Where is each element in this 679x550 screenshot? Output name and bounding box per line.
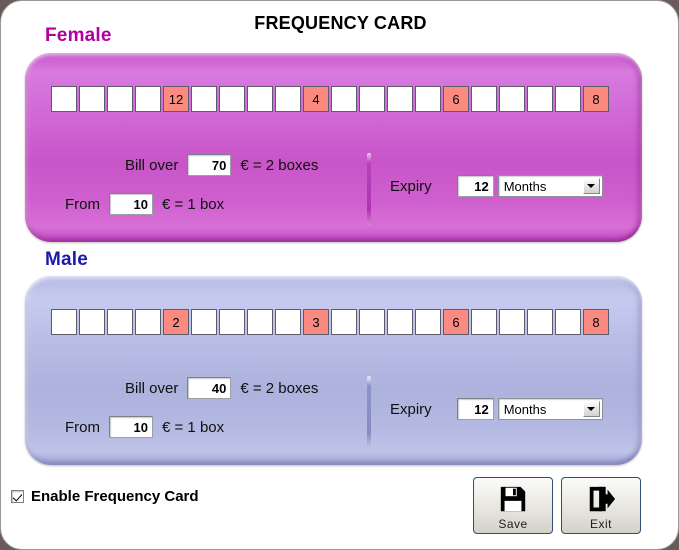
frequency-box-empty[interactable] [331,86,357,112]
expiry-label: Expiry [390,400,432,418]
frequency-box-empty[interactable] [359,86,385,112]
frequency-box-empty[interactable] [219,309,245,335]
chevron-down-icon[interactable] [582,401,600,417]
from-suffix: € = 1 box [162,418,225,436]
from-label: From [65,195,100,213]
frequency-box-marked[interactable]: 12 [163,86,189,112]
from-input-male[interactable]: 10 [109,416,153,438]
frequency-box-marked[interactable]: 8 [583,86,609,112]
expiry-row-male: Expiry 12 Months [390,398,603,420]
save-button[interactable]: Save [473,477,553,534]
frequency-box-marked[interactable]: 3 [303,309,329,335]
expiry-input-female[interactable]: 12 [456,175,494,197]
frequency-box-empty[interactable] [471,86,497,112]
from-suffix: € = 1 box [162,195,225,213]
frequency-box-marked[interactable]: 6 [443,86,469,112]
section-label-male: Male [45,249,89,270]
frequency-box-empty[interactable] [555,309,581,335]
frequency-box-empty[interactable] [527,86,553,112]
bill-over-input-female[interactable]: 70 [187,154,232,176]
frequency-box-empty[interactable] [499,86,525,112]
frequency-box-empty[interactable] [107,86,133,112]
form-area-female: Bill over 70 € = 2 boxes From 10 € = 1 b… [25,53,642,242]
expiry-label: Expiry [390,177,432,195]
frequency-box-marked[interactable]: 6 [443,309,469,335]
from-input-female[interactable]: 10 [109,193,153,215]
panel-female: 12 4 6 8 Bill over 70 € = 2 boxes From 10 €… [25,53,642,242]
bill-over-row-male: Bill over 40 € = 2 boxes [125,377,318,399]
frequency-box-empty[interactable] [387,309,413,335]
save-button-label: Save [498,517,528,531]
enable-frequency-card-checkbox[interactable] [11,490,24,503]
expiry-unit-select-female[interactable]: Months [497,175,603,197]
frequency-box-empty[interactable] [499,309,525,335]
exit-arrow-icon [586,484,616,514]
frequency-box-empty[interactable] [415,309,441,335]
expiry-unit-value: Months [503,178,547,194]
frequency-box-empty[interactable] [79,309,105,335]
bill-over-label: Bill over [125,379,179,397]
frequency-box-empty[interactable] [135,86,161,112]
expiry-input-male[interactable]: 12 [456,398,494,420]
frequency-box-empty[interactable] [191,309,217,335]
form-area-male: Bill over 40 € = 2 boxes From 10 € = 1 b… [25,276,642,465]
bill-over-suffix: € = 2 boxes [240,156,319,174]
panel-male: 2 3 6 8 Bill over 40 € = 2 boxes From 10 € … [25,276,642,465]
frequency-box-strip-female: 12 4 6 8 [51,86,609,112]
frequency-box-empty[interactable] [331,309,357,335]
frequency-box-empty[interactable] [387,86,413,112]
frequency-box-empty[interactable] [247,86,273,112]
frequency-box-empty[interactable] [51,86,77,112]
frequency-box-marked[interactable]: 4 [303,86,329,112]
section-divider-female [367,153,371,226]
floppy-disk-icon [498,484,528,514]
frequency-box-empty[interactable] [415,86,441,112]
expiry-unit-value: Months [503,401,547,417]
expiry-row-female: Expiry 12 Months [390,175,603,197]
frequency-box-marked[interactable]: 8 [583,309,609,335]
from-row-male: From 10 € = 1 box [65,416,224,438]
frequency-box-strip-male: 2 3 6 8 [51,309,609,335]
exit-button-label: Exit [589,517,612,531]
enable-frequency-card-row[interactable]: Enable Frequency Card [11,488,199,505]
frequency-box-empty[interactable] [219,86,245,112]
frequency-box-empty[interactable] [275,86,301,112]
exit-button[interactable]: Exit [561,477,641,534]
frequency-box-empty[interactable] [275,309,301,335]
frequency-box-empty[interactable] [359,309,385,335]
frequency-box-empty[interactable] [247,309,273,335]
frequency-box-empty[interactable] [555,86,581,112]
bill-over-input-male[interactable]: 40 [187,377,232,399]
frequency-box-empty[interactable] [107,309,133,335]
from-label: From [65,418,100,436]
frequency-box-marked[interactable]: 2 [163,309,189,335]
frequency-box-empty[interactable] [79,86,105,112]
bill-over-row-female: Bill over 70 € = 2 boxes [125,154,318,176]
bill-over-label: Bill over [125,156,179,174]
frequency-box-empty[interactable] [191,86,217,112]
page-title: FREQUENCY CARD [254,13,427,33]
enable-frequency-card-label: Enable Frequency Card [31,488,199,505]
bill-over-suffix: € = 2 boxes [240,379,319,397]
frequency-box-empty[interactable] [527,309,553,335]
from-row-female: From 10 € = 1 box [65,193,224,215]
expiry-unit-select-male[interactable]: Months [497,398,603,420]
section-label-female: Female [45,25,112,46]
frequency-box-empty[interactable] [135,309,161,335]
frequency-box-empty[interactable] [51,309,77,335]
section-divider-male [367,376,371,449]
chevron-down-icon[interactable] [582,178,600,194]
frequency-box-empty[interactable] [471,309,497,335]
